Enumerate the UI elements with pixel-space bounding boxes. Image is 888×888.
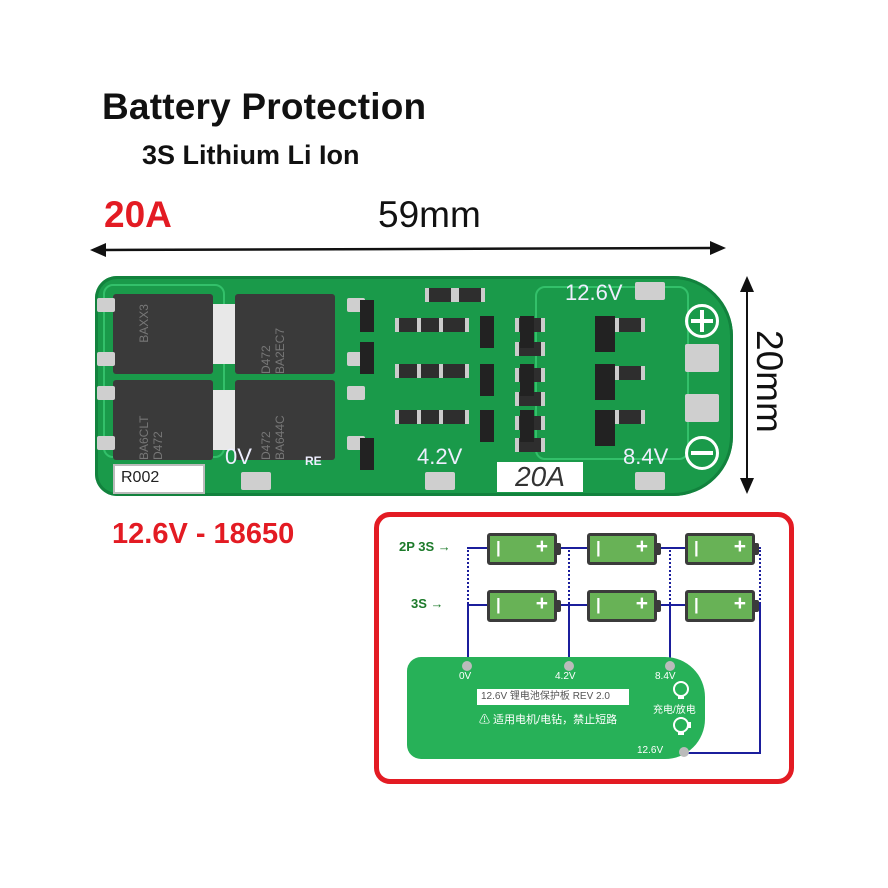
row-label-2p3s: 2P 3S →	[399, 539, 451, 554]
mini-pad-label-0v: 0V	[459, 671, 472, 682]
mosfet: BAXX3	[113, 294, 225, 374]
resistor-r002: R002	[113, 464, 205, 494]
pcb-board: BAXX3 D472 BA2EC7 BA6CLT D472 D472 BA644…	[95, 276, 733, 496]
product-title: Battery Protection	[102, 86, 427, 127]
pad-label-12-6v: 12.6V	[565, 280, 623, 305]
height-arrow-icon	[740, 276, 754, 494]
pcb-back-view: 0V 4.2V 8.4V 12.6V 12.6V 锂电池保护板 REV 2.0 …	[407, 657, 705, 759]
height-dimension-label: 20mm	[749, 330, 790, 433]
width-dimension-label: 59mm	[378, 194, 481, 235]
current-tag-20a: 20A	[497, 462, 583, 492]
mosfet: D472 BA644C	[223, 380, 335, 460]
mini-pad-label-12-6v: 12.6V	[637, 745, 664, 756]
battery-cell: |+	[587, 590, 661, 622]
battery-cell: |+	[685, 533, 759, 565]
mini-pad-label-8-4v: 8.4V	[655, 671, 676, 682]
pad-label-8-4v: 8.4V	[623, 444, 669, 469]
width-arrow-icon	[90, 241, 726, 257]
pad-label-0v: 0V	[225, 444, 252, 469]
wiring-diagram: 2P 3S → 3S → |+ |+ |+ |+ |+ |+ 0V 4.2V 8…	[374, 512, 794, 784]
board-warning: ⚠ 适用电机/电钻，禁止短路	[479, 714, 618, 726]
re-label: RE	[305, 454, 322, 468]
row-label-3s: 3S →	[411, 596, 444, 611]
current-rating: 20A	[104, 194, 172, 235]
positive-terminal-icon	[673, 717, 691, 735]
mosfet: BA6CLT D472	[113, 380, 225, 460]
battery-cell: |+	[487, 590, 561, 622]
charge-discharge-label: 充电/放电	[653, 705, 696, 716]
mosfet: D472 BA2EC7	[223, 294, 335, 374]
battery-cell: |+	[587, 533, 661, 565]
positive-terminal-icon	[685, 304, 719, 338]
negative-terminal-icon	[685, 436, 719, 470]
battery-cell: |+	[487, 533, 561, 565]
product-subtitle: 3S Lithium Li Ion	[142, 140, 360, 170]
voltage-spec: 12.6V - 18650	[112, 518, 295, 550]
mini-pad-label-4-2v: 4.2V	[555, 671, 576, 682]
pad-label-4-2v: 4.2V	[417, 444, 463, 469]
battery-cell: |+	[685, 590, 759, 622]
board-title: 12.6V 锂电池保护板 REV 2.0	[477, 689, 629, 705]
negative-terminal-icon	[673, 681, 689, 699]
